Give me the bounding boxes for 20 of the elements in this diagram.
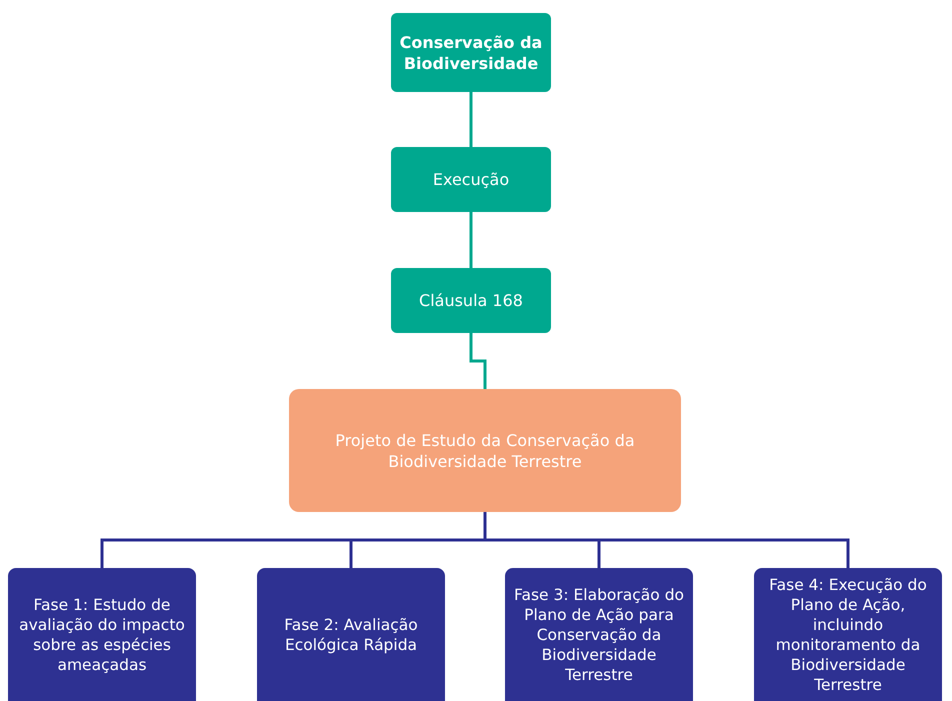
box-text: Fase 3: Elaboração do Plano de Ação para Conservação da Biodiversidade Terrestre: [512, 584, 686, 684]
box-text: Conservação da Biodiversidade: [398, 32, 544, 74]
phase-box: [257, 568, 445, 701]
phase-box: [754, 568, 942, 701]
process-box: [391, 13, 551, 92]
connector-line: [484, 512, 850, 568]
box-text: Projeto de Estudo da Conservação da Biodiversidade Terrestre: [334, 430, 636, 472]
phase-box: [8, 568, 196, 701]
box-text: Fase 2: Avaliação Ecológica Rápida: [283, 614, 419, 654]
connector-line: [470, 92, 472, 147]
project-box: [289, 389, 681, 512]
box-text: Fase 1: Estudo de avaliação do impacto sobre as espécies ameaçadas: [18, 594, 186, 674]
connector-line: [470, 333, 486, 389]
box-text: Execução: [432, 169, 510, 190]
box-text: Cláusula 168: [419, 290, 523, 311]
connector-line: [470, 212, 472, 268]
phase-box: [505, 568, 693, 701]
process-box: [391, 147, 551, 212]
process-box: [391, 268, 551, 333]
box-text: Fase 4: Execução do Plano de Ação, incluindo monitoramento da Biodiversidade Terrestre: [768, 574, 928, 694]
